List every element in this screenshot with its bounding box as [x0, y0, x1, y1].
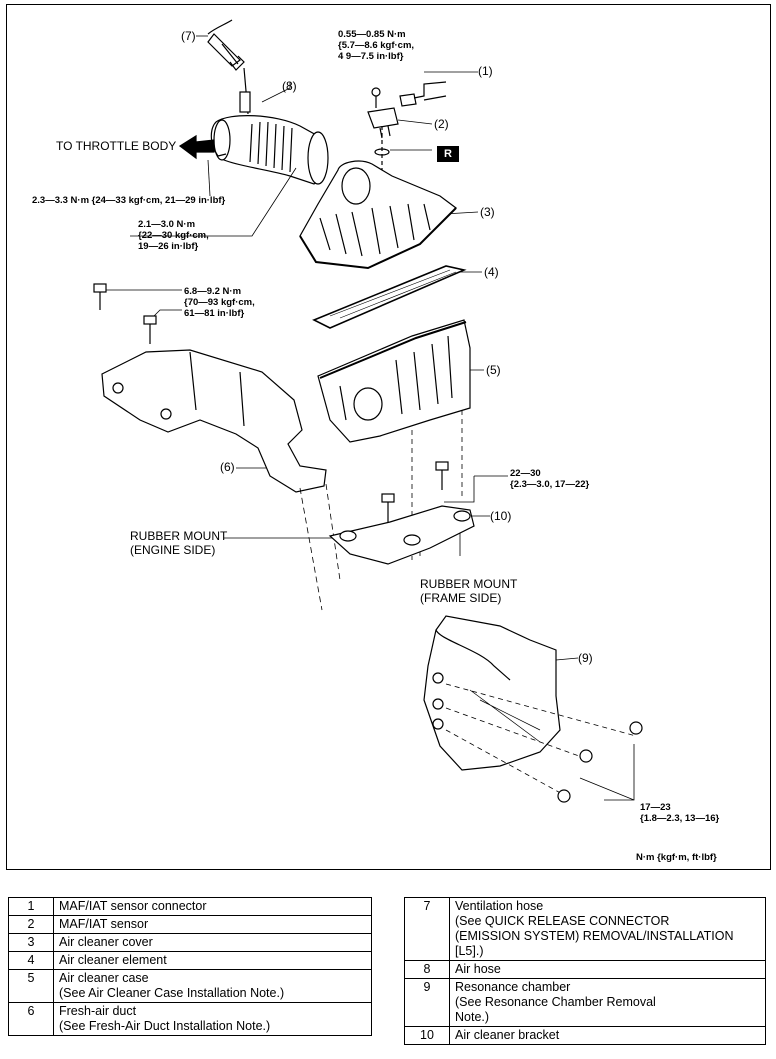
legend-line: Air hose — [455, 962, 501, 976]
maf-iat-sensor — [367, 81, 447, 180]
legend-line: Ventilation hose — [455, 899, 544, 913]
air-cleaner-case — [317, 319, 471, 560]
legend-row: 3 Air cleaner cover — [8, 933, 372, 952]
legend-part-description: Air cleaner element — [53, 951, 372, 970]
nuts — [557, 721, 643, 803]
callout-2: (2) — [434, 117, 449, 131]
parts-legend-left: 1 MAF/IAT sensor connector 2 MAF/IAT sensor… — [8, 897, 372, 1036]
callout-5: (5) — [486, 363, 501, 377]
callout-4: (4) — [484, 265, 499, 279]
legend-part-description: Resonance chamber(See Resonance Chamber … — [449, 978, 766, 1027]
torque-spec-duct-bolts: 6.8—9.2 N·m {70—93 kgf·cm, 61—81 in·lbf} — [184, 286, 255, 319]
legend-part-number: 8 — [404, 960, 450, 979]
exploded-view-drawing — [93, 19, 643, 803]
bolts — [93, 283, 449, 522]
callout-6: (6) — [220, 460, 235, 474]
legend-part-number: 1 — [8, 897, 54, 916]
torque-spec-hose-clamp-front: 2.3—3.3 N·m {24—33 kgf·cm, 21—29 in·lbf} — [32, 195, 226, 206]
legend-part-number: 3 — [8, 933, 54, 952]
diagram-frame — [6, 4, 771, 870]
arrow-to-throttle-body — [178, 134, 215, 160]
legend-line: Air cleaner cover — [59, 935, 153, 949]
legend-line: [L5].) — [455, 944, 484, 958]
legend-row: 8 Air hose — [404, 960, 766, 979]
torque-spec-chamber-nuts: 17—23 {1.8—2.3, 13—16} — [640, 802, 720, 824]
legend-part-description: Air hose — [449, 960, 766, 979]
legend-part-description: MAF/IAT sensor — [53, 915, 372, 934]
legend-row: 4 Air cleaner element — [8, 951, 372, 970]
legend-line: MAF/IAT sensor — [59, 917, 149, 931]
legend-line: (See Fresh-Air Duct Installation Note.) — [59, 1019, 271, 1033]
leader-lines — [100, 35, 635, 801]
ventilation-hose — [207, 19, 245, 71]
fresh-air-duct — [101, 349, 341, 611]
callout-7: (7) — [181, 29, 196, 43]
legend-line: Fresh-air duct — [59, 1004, 137, 1018]
legend-part-description: MAF/IAT sensor connector — [53, 897, 372, 916]
legend-part-number: 2 — [8, 915, 54, 934]
callout-3: (3) — [480, 205, 495, 219]
resonance-chamber — [423, 615, 637, 797]
air-cleaner-cover — [299, 160, 457, 270]
legend-line: Resonance chamber — [455, 980, 571, 994]
legend-row: 2 MAF/IAT sensor — [8, 915, 372, 934]
air-cleaner-element — [312, 265, 467, 329]
air-hose — [210, 67, 329, 185]
legend-part-description: Ventilation hose(See QUICK RELEASE CONNE… — [449, 897, 766, 961]
legend-part-number: 4 — [8, 951, 54, 970]
legend-line: Air cleaner case — [59, 971, 149, 985]
callout-1: (1) — [478, 64, 493, 78]
legend-line: Note.) — [455, 1010, 490, 1024]
legend-part-description: Air cleaner bracket — [449, 1026, 766, 1045]
legend-line: (EMISSION SYSTEM) REMOVAL/INSTALLATION — [455, 929, 734, 943]
legend-line: (See Resonance Chamber Removal — [455, 995, 656, 1009]
units-note: N·m {kgf·m, ft·lbf} — [636, 852, 717, 863]
air-cleaner-bracket — [328, 505, 475, 565]
legend-part-description: Air cleaner case(See Air Cleaner Case In… — [53, 969, 372, 1003]
legend-part-number: 6 — [8, 1002, 54, 1036]
torque-spec-bracket-bolts: 22—30 {2.3—3.0, 17—22} — [510, 468, 590, 490]
callout-9: (9) — [578, 651, 593, 665]
callout-8: (8) — [282, 79, 297, 93]
legend-part-number: 7 — [404, 897, 450, 961]
replace-part-badge: R — [437, 146, 459, 162]
torque-spec-sensor: 0.55—0.85 N·m {5.7—8.6 kgf·cm, 4 9—7.5 i… — [338, 29, 415, 62]
rubber-mount-frame-label: RUBBER MOUNT (FRAME SIDE) — [420, 577, 518, 605]
rubber-mount-engine-label: RUBBER MOUNT (ENGINE SIDE) — [130, 529, 228, 557]
legend-part-description: Air cleaner cover — [53, 933, 372, 952]
legend-part-number: 9 — [404, 978, 450, 1027]
legend-line: Air cleaner bracket — [455, 1028, 560, 1042]
legend-line: (See QUICK RELEASE CONNECTOR — [455, 914, 670, 928]
legend-row: 1 MAF/IAT sensor connector — [8, 897, 372, 916]
to-throttle-body-label: TO THROTTLE BODY — [56, 139, 177, 153]
callout-10: (10) — [490, 509, 512, 523]
legend-part-description: Fresh-air duct(See Fresh-Air Duct Instal… — [53, 1002, 372, 1036]
torque-spec-hose-clamp-rear: 2.1—3.0 N·m {22—30 kgf·cm, 19—26 in·lbf} — [138, 219, 209, 252]
legend-line: MAF/IAT sensor connector — [59, 899, 207, 913]
legend-row: 10 Air cleaner bracket — [404, 1026, 766, 1045]
legend-part-number: 5 — [8, 969, 54, 1003]
legend-line: Air cleaner element — [59, 953, 167, 967]
legend-part-number: 10 — [404, 1026, 450, 1045]
legend-line: (See Air Cleaner Case Installation Note.… — [59, 986, 285, 1000]
